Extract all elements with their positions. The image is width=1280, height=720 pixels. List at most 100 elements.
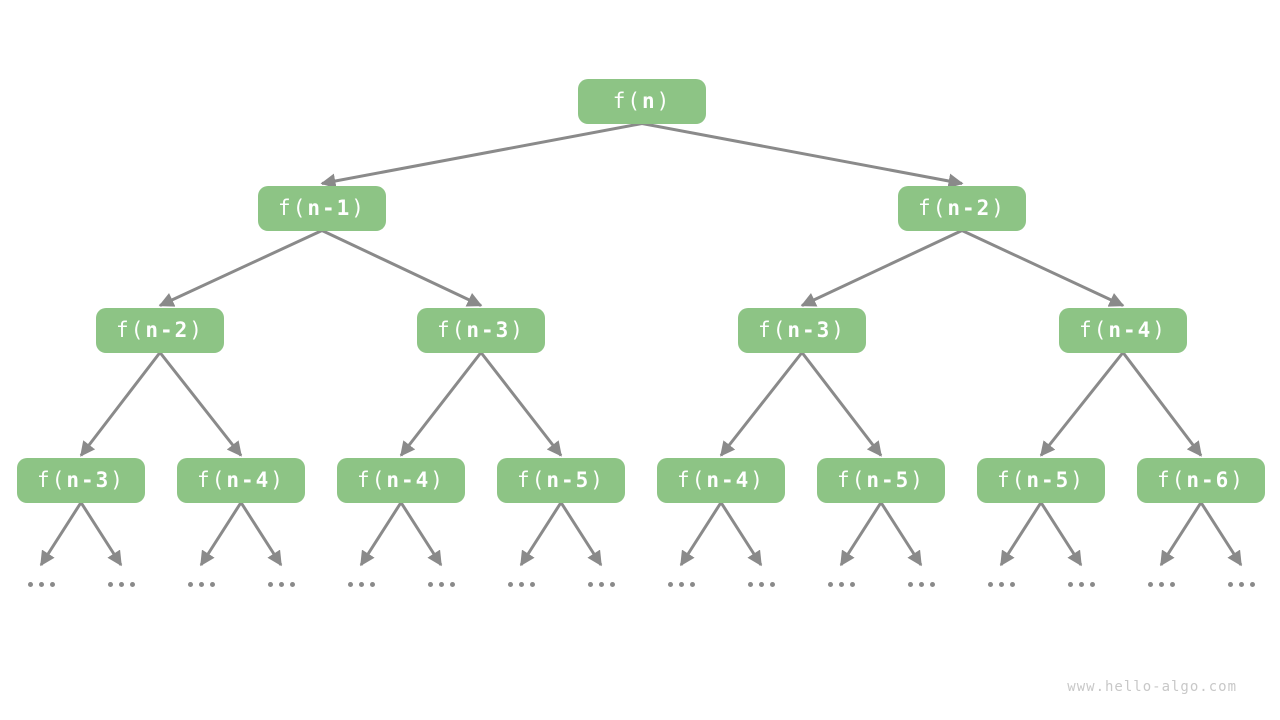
ellipsis-dot (828, 582, 833, 587)
ellipsis-dot (508, 582, 513, 587)
edge-arrow-L3-3-L4-6 (800, 351, 883, 457)
watermark: www.hello-algo.com (1067, 679, 1237, 695)
node-label-prefix: f( (116, 317, 146, 342)
node-label-prefix: f( (918, 195, 948, 220)
ellipsis-dot (1079, 582, 1084, 587)
edge-arrow-L4-1-leaf1 (79, 501, 123, 567)
edge-arrow-L3-4-L4-7 (1039, 351, 1125, 457)
ellipsis-leaf (1148, 582, 1175, 587)
ellipsis-leaf (428, 582, 455, 587)
ellipsis-dot (919, 582, 924, 587)
ellipsis-leaf (748, 582, 775, 587)
ellipsis-dot (188, 582, 193, 587)
node-label-prefix: f( (997, 467, 1027, 492)
ellipsis-dot (130, 582, 135, 587)
ellipsis-leaf (588, 582, 615, 587)
node-label-prefix: f( (1079, 317, 1109, 342)
tree-node-L4-5: f(n-4) (657, 457, 785, 503)
ellipsis-dot (210, 582, 215, 587)
ellipsis-dot (450, 582, 455, 587)
ellipsis-dot (519, 582, 524, 587)
ellipsis-dot (530, 582, 535, 587)
ellipsis-dot (119, 582, 124, 587)
edge-arrow-L4-2-leaf3 (239, 501, 283, 567)
ellipsis-dot (1228, 582, 1233, 587)
edge-arrow-L2-1-L3-1 (158, 229, 323, 307)
tree-node-root: f(n) (578, 78, 706, 124)
node-label-suffix: ) (270, 467, 285, 492)
node-label-argument: n-1 (307, 195, 352, 220)
ellipsis-leaf (1228, 582, 1255, 587)
node-label-suffix: ) (1230, 467, 1245, 492)
node-label-argument: n-5 (546, 467, 591, 492)
node-label-prefix: f( (837, 467, 867, 492)
node-label-argument: n-6 (1186, 467, 1231, 492)
edge-arrow-L4-5-leaf8 (679, 501, 723, 567)
ellipsis-dot (1239, 582, 1244, 587)
tree-node-L4-2: f(n-4) (177, 457, 305, 503)
ellipsis-dot (588, 582, 593, 587)
ellipsis-dot (370, 582, 375, 587)
node-label-argument: n-3 (66, 467, 111, 492)
ellipsis-dot (679, 582, 684, 587)
ellipsis-dot (1090, 582, 1095, 587)
ellipsis-leaf (108, 582, 135, 587)
edge-arrow-L4-8-leaf14 (1159, 501, 1203, 567)
ellipsis-dot (930, 582, 935, 587)
node-label-suffix: ) (430, 467, 445, 492)
ellipsis-dot (690, 582, 695, 587)
tree-node-L4-7: f(n-5) (977, 457, 1105, 503)
ellipsis-dot (279, 582, 284, 587)
ellipsis-leaf (268, 582, 295, 587)
ellipsis-dot (108, 582, 113, 587)
node-label-argument: n-2 (145, 317, 190, 342)
node-label-suffix: ) (656, 88, 672, 113)
node-label-suffix: ) (910, 467, 925, 492)
ellipsis-dot (759, 582, 764, 587)
ellipsis-leaf (508, 582, 535, 587)
tree-node-L4-1: f(n-3) (17, 457, 145, 503)
ellipsis-dot (290, 582, 295, 587)
tree-node-L4-8: f(n-6) (1137, 457, 1265, 503)
ellipsis-dot (199, 582, 204, 587)
node-label-suffix: ) (189, 317, 204, 342)
ellipsis-dot (1148, 582, 1153, 587)
ellipsis-dot (610, 582, 615, 587)
node-label-prefix: f( (517, 467, 547, 492)
edge-arrow-L3-1-L4-2 (158, 351, 243, 457)
edge-arrow-L3-1-L4-1 (79, 351, 162, 457)
edge-arrow-L4-3-leaf4 (359, 501, 403, 567)
edge-arrow-L3-3-L4-5 (719, 351, 804, 457)
node-label-argument: n-2 (947, 195, 992, 220)
ellipsis-dot (599, 582, 604, 587)
edge-arrow-L3-2-L4-4 (479, 351, 563, 457)
ellipsis-leaf (28, 582, 55, 587)
edge-arrow-L2-2-L3-3 (800, 229, 963, 307)
node-label-argument: n-3 (787, 317, 832, 342)
node-label-prefix: f( (197, 467, 227, 492)
ellipsis-dot (668, 582, 673, 587)
tree-node-L4-4: f(n-5) (497, 457, 625, 503)
tree-node-L3-3: f(n-3) (738, 307, 866, 353)
node-label-prefix: f( (612, 88, 642, 113)
edge-arrow-L4-5-leaf9 (719, 501, 763, 567)
node-label-suffix: ) (1152, 317, 1167, 342)
edge-arrow-L2-2-L3-4 (961, 229, 1125, 307)
ellipsis-leaf (668, 582, 695, 587)
node-label-prefix: f( (758, 317, 788, 342)
node-label-suffix: ) (110, 467, 125, 492)
node-label-argument: n-5 (866, 467, 911, 492)
tree-node-L2-1: f(n-1) (258, 185, 386, 231)
node-label-argument: n-5 (1026, 467, 1071, 492)
ellipsis-leaf (828, 582, 855, 587)
ellipsis-leaf (348, 582, 375, 587)
edge-arrow-L4-6-leaf10 (839, 501, 883, 567)
ellipsis-leaf (988, 582, 1015, 587)
tree-node-L3-2: f(n-3) (417, 307, 545, 353)
edge-arrow-L2-1-L3-2 (321, 229, 483, 307)
node-label-prefix: f( (357, 467, 387, 492)
tree-node-L3-4: f(n-4) (1059, 307, 1187, 353)
ellipsis-dot (770, 582, 775, 587)
edge-arrow-L4-2-leaf2 (199, 501, 243, 567)
ellipsis-dot (1159, 582, 1164, 587)
